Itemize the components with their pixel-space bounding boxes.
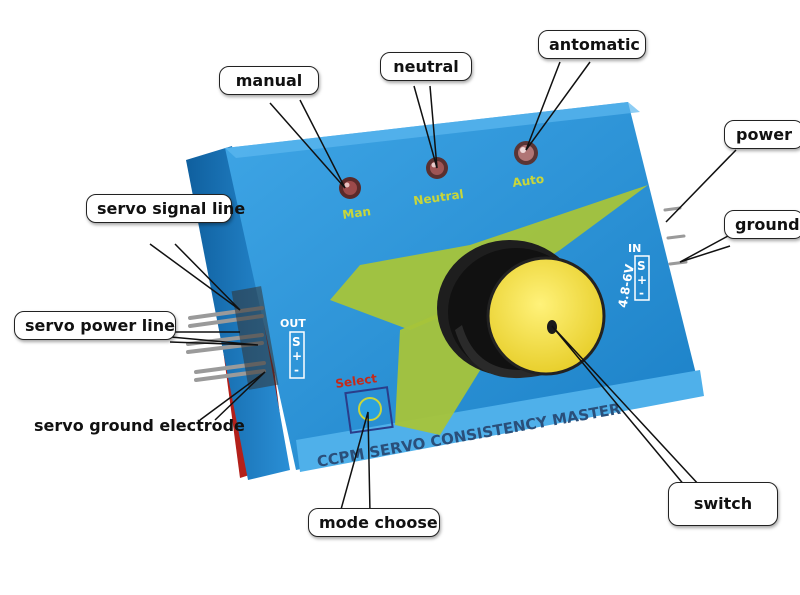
led-manual [339,177,361,199]
in-pin-plus: + [637,273,647,287]
callout-automatic: antomatic [538,30,646,59]
callout-servo-power-line: servo power line [14,311,176,340]
led-auto [514,141,538,165]
in-label: IN [628,242,641,255]
in-pin-s: S [637,259,646,273]
in-pin-minus: - [639,286,644,300]
callout-neutral: neutral [380,52,472,81]
callout-power: power [724,120,800,149]
callout-switch: switch [668,482,778,526]
led-label-auto: Auto [511,172,544,190]
rotary-knob[interactable] [437,240,606,379]
callout-servo-signal-line: servo signal line [86,194,245,223]
led-label-man: Man [341,204,371,222]
callout-servo-ground-electrode: servo ground electrode [34,416,245,435]
input-pins [663,206,688,266]
out-pin-box [289,331,305,379]
case-front-strip [296,370,704,472]
out-pin-minus: - [294,363,299,377]
out-label: OUT [280,317,306,330]
select-button-frame [344,386,394,434]
callout-mode-choose: mode choose [308,508,440,537]
callout-manual: manual [219,66,319,95]
out-pin-s: S [292,335,301,349]
select-label: Select [334,371,378,391]
out-pin-plus: + [292,349,302,363]
select-button[interactable] [358,397,382,421]
led-label-neutral: Neutral [412,187,464,208]
callout-ground: ground [724,210,800,239]
in-pin-box [634,255,650,301]
